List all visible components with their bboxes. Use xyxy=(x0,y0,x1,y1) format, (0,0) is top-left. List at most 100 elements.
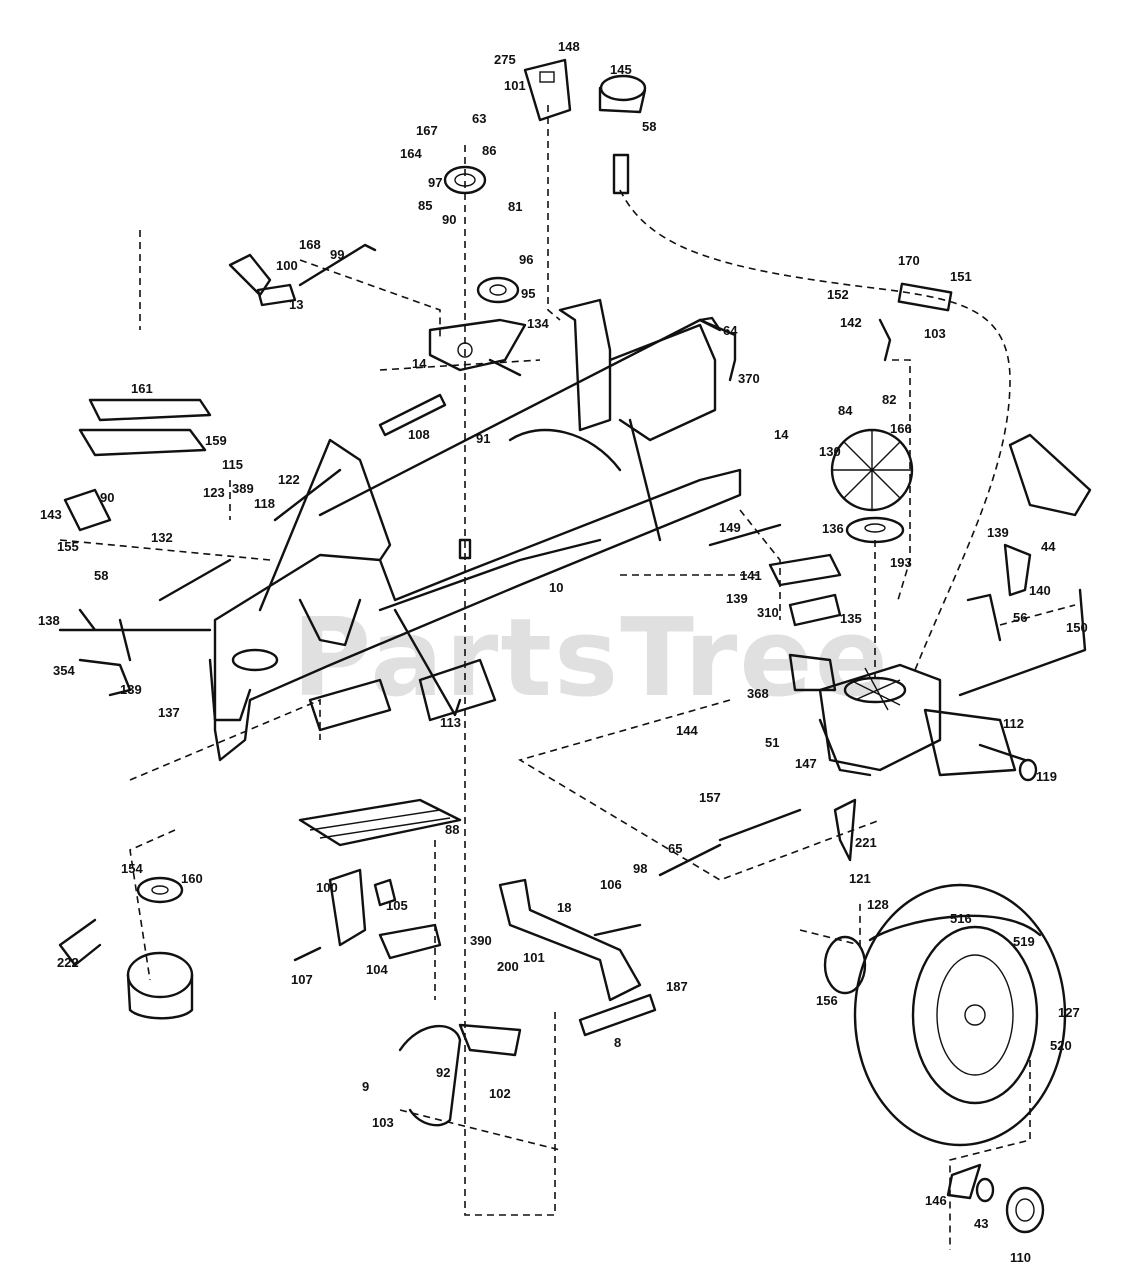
label-154: 154 xyxy=(121,861,143,876)
label-520: 520 xyxy=(1050,1038,1072,1053)
label-51: 51 xyxy=(765,735,779,750)
label-106: 106 xyxy=(600,877,622,892)
label-390: 390 xyxy=(470,933,492,948)
label-141: 141 xyxy=(740,568,762,583)
label-167: 167 xyxy=(416,123,438,138)
label-134: 134 xyxy=(527,316,549,331)
label-156: 156 xyxy=(816,993,838,1008)
label-516: 516 xyxy=(950,911,972,926)
label-92: 92 xyxy=(436,1065,450,1080)
label-44: 44 xyxy=(1041,539,1056,554)
label-147: 147 xyxy=(795,756,817,771)
label-221: 221 xyxy=(855,835,877,850)
label-82: 82 xyxy=(882,392,896,407)
label-107: 107 xyxy=(291,972,313,987)
label-86: 86 xyxy=(482,143,496,158)
label-90: 90 xyxy=(442,212,456,227)
label-275: 275 xyxy=(494,52,516,67)
label-14: 14 xyxy=(412,356,427,371)
wheel-assembly xyxy=(823,883,1067,1234)
label-43: 43 xyxy=(974,1216,988,1231)
right-bracket xyxy=(833,433,1092,862)
lower-left-parts xyxy=(58,398,232,1020)
label-119: 119 xyxy=(1036,769,1057,784)
label-84: 84 xyxy=(838,403,853,418)
label-148: 148 xyxy=(558,39,580,54)
label-101: 101 xyxy=(504,78,526,93)
label-100b: 100 xyxy=(316,880,338,895)
label-140: 140 xyxy=(1029,583,1051,598)
label-88: 88 xyxy=(445,822,459,837)
label-161: 161 xyxy=(131,381,153,396)
label-58b: 58 xyxy=(94,568,108,583)
label-122: 122 xyxy=(278,472,300,487)
label-115: 115 xyxy=(222,457,243,472)
label-65: 65 xyxy=(668,841,682,856)
label-123: 123 xyxy=(203,485,225,500)
label-389: 389 xyxy=(232,481,254,496)
label-8: 8 xyxy=(614,1035,621,1050)
label-9: 9 xyxy=(362,1079,369,1094)
label-99: 99 xyxy=(330,247,344,262)
label-159: 159 xyxy=(205,433,227,448)
label-187: 187 xyxy=(666,979,688,994)
label-64: 64 xyxy=(723,323,738,338)
label-222: 222 xyxy=(57,955,79,970)
label-101b: 101 xyxy=(523,950,545,965)
main-frame xyxy=(208,298,742,762)
seat-switch-parts xyxy=(523,58,722,332)
label-63: 63 xyxy=(472,111,486,126)
label-193: 193 xyxy=(890,555,912,570)
label-200: 200 xyxy=(497,959,519,974)
label-58: 58 xyxy=(642,119,656,134)
label-139: 139 xyxy=(120,682,142,697)
label-56: 56 xyxy=(1013,610,1027,625)
label-139c: 139 xyxy=(987,525,1009,540)
label-112: 112 xyxy=(1003,716,1024,731)
label-157: 157 xyxy=(699,790,721,805)
label-130: 130 xyxy=(819,444,841,459)
label-108: 108 xyxy=(408,427,430,442)
lower-center-parts xyxy=(293,798,802,1127)
label-168: 168 xyxy=(299,237,321,252)
label-370: 370 xyxy=(738,371,760,386)
label-95: 95 xyxy=(521,286,535,301)
label-150: 150 xyxy=(1066,620,1088,635)
label-104: 104 xyxy=(366,962,388,977)
label-96: 96 xyxy=(519,252,533,267)
label-97: 97 xyxy=(428,175,442,190)
label-103: 103 xyxy=(924,326,946,341)
label-10: 10 xyxy=(549,580,563,595)
label-143: 143 xyxy=(40,507,62,522)
label-121: 121 xyxy=(849,871,871,886)
label-166: 166 xyxy=(890,421,912,436)
label-135: 135 xyxy=(840,611,862,626)
label-142: 142 xyxy=(840,315,862,330)
label-170: 170 xyxy=(898,253,920,268)
label-160: 160 xyxy=(181,871,203,886)
label-146: 146 xyxy=(925,1193,947,1208)
transaxle xyxy=(708,282,1038,782)
label-127: 127 xyxy=(1058,1005,1080,1020)
label-354: 354 xyxy=(53,663,75,678)
label-14b: 14 xyxy=(774,427,789,442)
label-100: 100 xyxy=(276,258,298,273)
label-90b: 90 xyxy=(100,490,114,505)
label-136: 136 xyxy=(822,521,844,536)
label-118: 118 xyxy=(254,496,275,511)
label-105: 105 xyxy=(386,898,408,913)
label-128: 128 xyxy=(867,897,889,912)
part-labels: 275 148 101 145 58 63 167 86 164 97 85 9… xyxy=(38,39,1088,1265)
label-113: 113 xyxy=(440,715,461,730)
label-151: 151 xyxy=(950,269,972,284)
label-149: 149 xyxy=(719,520,741,535)
label-368: 368 xyxy=(747,686,769,701)
label-144: 144 xyxy=(676,723,698,738)
label-310: 310 xyxy=(757,605,779,620)
watermark-text: PartsTree xyxy=(292,596,890,721)
label-132: 132 xyxy=(151,530,173,545)
label-98: 98 xyxy=(633,861,647,876)
label-164: 164 xyxy=(400,146,422,161)
label-155: 155 xyxy=(57,539,79,554)
